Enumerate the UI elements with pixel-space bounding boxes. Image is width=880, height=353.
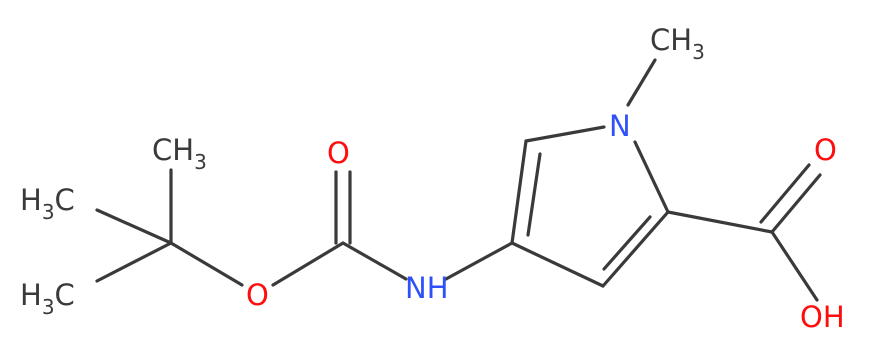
label-ring-nitrogen: N	[609, 109, 631, 143]
bond-tbu-ch3-lower	[95, 241, 173, 283]
label-boc-carbonyl-oxygen: O	[327, 136, 350, 170]
bond-cooh-oh	[770, 230, 819, 302]
bond-ring-c3-c2-inner	[602, 215, 652, 271]
bond-c-nh	[341, 241, 408, 281]
bond-ring-c3-c2	[601, 210, 670, 288]
label-tbu-methyl-upper: H3C	[20, 183, 75, 224]
bond-c2-cooh	[666, 210, 774, 234]
bond-cooh-double-a	[770, 173, 822, 234]
label-amide-nh: NH	[405, 271, 449, 305]
label-tbu-methyl-lower: H3C	[20, 278, 75, 319]
bond-ring-c4-c5-inner	[526, 152, 542, 237]
carbon-bonds	[95, 58, 822, 302]
bond-tbu-o	[169, 241, 244, 287]
bond-ring-c5-n	[524, 125, 606, 143]
bond-ring-c4-c5	[510, 139, 528, 245]
label-ester-oxygen: O	[246, 278, 269, 312]
bond-o-c	[271, 241, 345, 287]
bond-tbu-ch3-upper	[95, 208, 173, 245]
label-acid-hydroxyl: OH	[800, 300, 845, 334]
label-tbu-methyl-top: CH3	[152, 133, 207, 174]
bond-cooh-double-b	[759, 163, 811, 224]
bond-n-methyl	[626, 58, 657, 107]
label-n-methyl: CH3	[650, 23, 705, 64]
bond-ring-c4-c3	[510, 241, 605, 288]
bond-nh-ring	[444, 241, 514, 281]
atom-labels: CH3 N O OH NH O O CH3 H3C H3C	[20, 23, 845, 334]
bond-ring-n-c2	[633, 140, 670, 214]
label-acid-carbonyl-oxygen: O	[814, 133, 837, 167]
